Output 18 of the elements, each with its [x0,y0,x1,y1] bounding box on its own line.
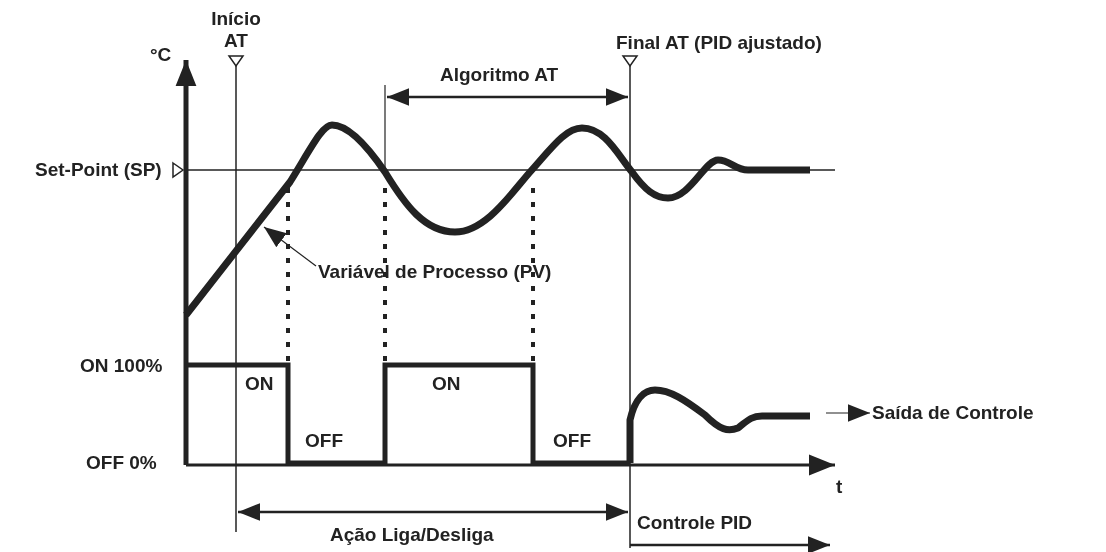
event-label: Início AT [210,8,262,52]
dimension-label: Ação Liga/Desliga [330,524,494,546]
state-label: ON [432,373,461,395]
event-label: Final AT (PID ajustado) [616,32,822,54]
reference-label: Set-Point (SP) [35,159,162,181]
state-label: OFF [553,430,591,452]
state-label: OFF [305,430,343,452]
leader-line [263,226,317,267]
output-label: Saída de Controle [872,402,1034,424]
axis-label: t [836,476,843,498]
annotation-text: Variável de Processo (PV) [318,261,552,283]
dimension-label: Controle PID [637,512,753,534]
axis-tick-label: ON 100% [80,355,163,377]
axis-tick-label: OFF 0% [86,452,157,474]
axis-label: °C [150,44,172,66]
leader-line [825,404,871,422]
dimension-label: Algoritmo AT [440,64,559,86]
state-label: ON [245,373,274,395]
